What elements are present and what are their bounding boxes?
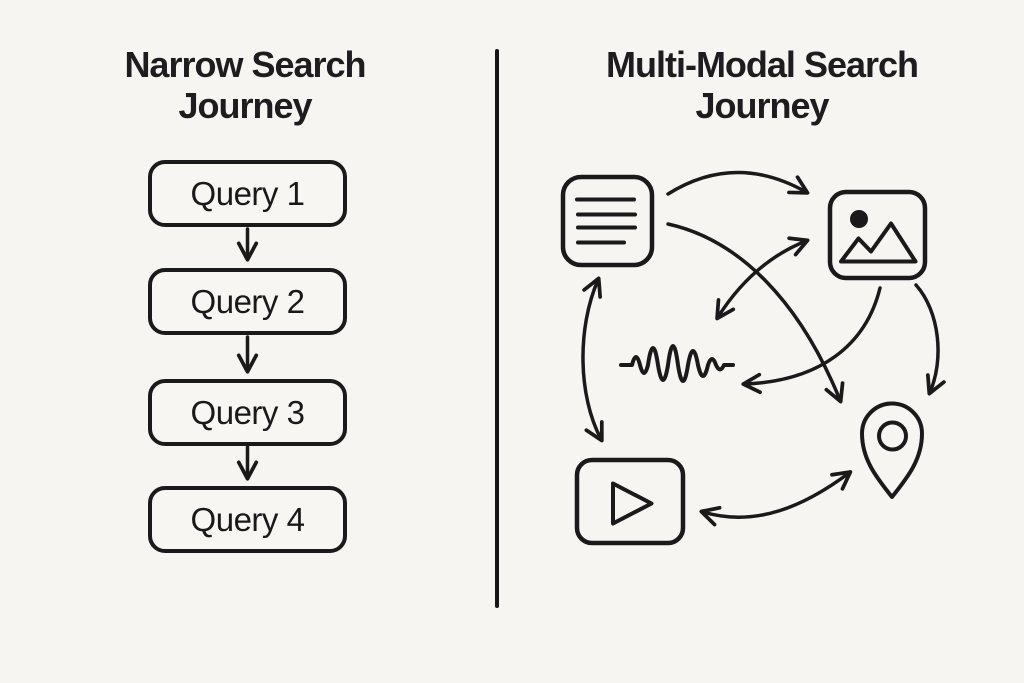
arrow-text-to-location <box>666 222 845 404</box>
multimodal-search-title-line2: Journey <box>695 85 829 126</box>
arrow-video-location-bidirectional <box>699 470 853 527</box>
arrow-image-to-audio <box>741 286 882 395</box>
query-box-2: Query 2 <box>148 268 347 335</box>
query-box-4: Query 4 <box>148 486 347 553</box>
text-document-icon <box>560 174 655 268</box>
arrow-text-video-bidirectional <box>581 276 604 443</box>
location-pin-icon <box>860 401 924 499</box>
image-icon <box>827 189 928 281</box>
narrow-search-title-line1: Narrow Search <box>124 44 366 85</box>
video-icon <box>574 457 686 546</box>
audio-waveform-icon <box>619 344 735 383</box>
query-2-label: Query 2 <box>190 282 305 320</box>
query-1-label: Query 1 <box>190 174 305 212</box>
multimodal-search-title-line1: Multi-Modal Search <box>605 44 919 85</box>
narrow-search-title: Narrow Search Journey <box>0 44 490 126</box>
arrow-image-to-location <box>914 283 946 396</box>
arrow-text-to-image <box>666 170 810 196</box>
query-box-3: Query 3 <box>148 379 347 446</box>
query-box-1: Query 1 <box>148 160 347 227</box>
query-3-label: Query 3 <box>190 393 305 431</box>
multimodal-search-title: Multi-Modal Search Journey <box>500 44 1024 126</box>
panel-divider <box>495 49 499 608</box>
query-4-label: Query 4 <box>190 500 305 538</box>
narrow-search-title-line2: Journey <box>178 85 312 126</box>
